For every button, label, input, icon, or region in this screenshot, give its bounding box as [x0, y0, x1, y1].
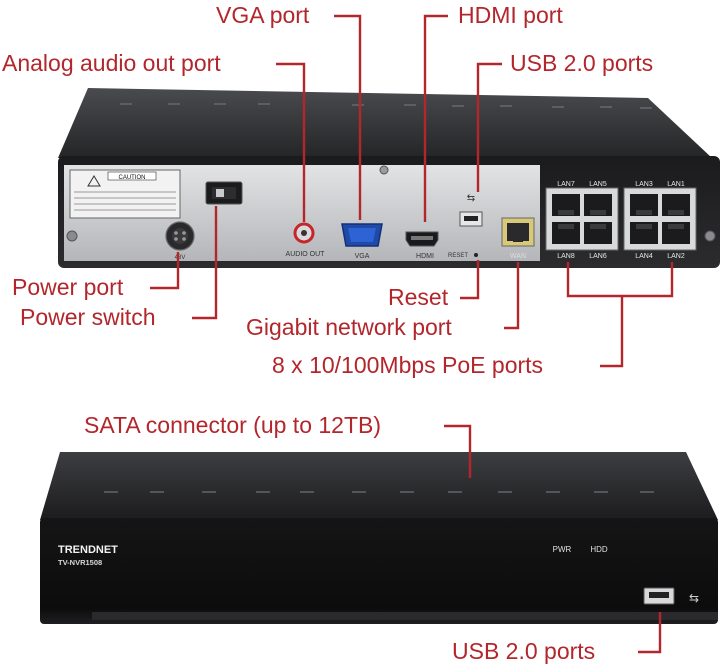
- poe-callout: 8 x 10/100Mbps PoE ports: [272, 352, 544, 378]
- hdmi-port-callout: HDMI port: [458, 2, 563, 28]
- lan7-label: LAN7: [557, 181, 575, 188]
- lan8-port[interactable]: [552, 222, 580, 244]
- power-switch-leader: [192, 206, 218, 320]
- power-switch-callout: Power switch: [20, 304, 156, 330]
- lan6-label: LAN6: [589, 253, 607, 260]
- gigabit-leader: [504, 262, 520, 330]
- hdmi-port[interactable]: HDMI: [405, 231, 439, 260]
- usb-rear-icon: ⇆: [467, 193, 475, 204]
- power-port-leader: [150, 252, 180, 290]
- rear-unit: CAUTION 48V AUDIO OUT: [58, 88, 720, 268]
- screw-right: [704, 230, 716, 242]
- front-face: [40, 518, 718, 624]
- lan5-label: LAN5: [589, 181, 607, 188]
- rear-top-surface: [58, 88, 712, 158]
- lan5-port[interactable]: [584, 194, 612, 216]
- hdd-label: HDD: [590, 545, 608, 554]
- power-port[interactable]: 48V: [165, 221, 195, 261]
- model-label: TV-NVR1508: [58, 558, 102, 567]
- lan3-port[interactable]: [630, 194, 658, 216]
- usb-front-leader: [638, 612, 662, 654]
- power-volt-label: 48V: [175, 255, 186, 261]
- usb-rear-leader: [476, 62, 502, 192]
- audio-leader: [276, 62, 306, 222]
- reset-leader: [460, 260, 480, 300]
- rear-vents: [120, 103, 652, 109]
- sata-leader: [444, 424, 472, 478]
- reset-button[interactable]: RESET: [448, 253, 478, 259]
- wan-port[interactable]: WAN: [501, 217, 535, 260]
- sata-callout: SATA connector (up to 12TB): [84, 412, 382, 438]
- pwr-label: PWR: [553, 545, 572, 554]
- hdmi-label: HDMI: [416, 253, 434, 260]
- caution-sticker: CAUTION: [69, 169, 181, 219]
- lan2-port[interactable]: [662, 222, 690, 244]
- reset-callout: Reset: [388, 284, 449, 310]
- front-top-surface: [40, 452, 718, 520]
- lan8-label: LAN8: [557, 253, 575, 260]
- lan6-port[interactable]: [584, 222, 612, 244]
- screw-left: [66, 230, 78, 242]
- lan-block-right: [623, 187, 697, 251]
- leader-lines: [150, 14, 674, 654]
- caution-label: CAUTION: [119, 175, 146, 181]
- hdmi-leader: [423, 14, 448, 222]
- lan7-port[interactable]: [552, 194, 580, 216]
- lan2-label: LAN2: [667, 253, 685, 260]
- lan1-port[interactable]: [662, 194, 690, 216]
- gigabit-callout: Gigabit network port: [246, 314, 452, 340]
- usb-front-port[interactable]: [643, 587, 675, 605]
- vga-port[interactable]: VGA: [341, 223, 383, 260]
- front-bottom-lip: [92, 612, 718, 620]
- lan-block-left: [545, 187, 619, 251]
- screw-top: [379, 165, 389, 175]
- vga-label: VGA: [355, 253, 370, 260]
- lan-labels: LAN7 LAN5 LAN3 LAN1 LAN8 LAN6 LAN4 LAN2: [557, 181, 685, 260]
- vga-port-callout: VGA port: [216, 2, 310, 28]
- usb-front-icon: ⇆: [689, 591, 699, 605]
- usb-rear-port[interactable]: ⇆: [459, 193, 483, 227]
- audio-out-label: AUDIO OUT: [286, 251, 326, 258]
- usb-rear-callout: USB 2.0 ports: [510, 50, 654, 76]
- lan1-label: LAN1: [667, 181, 685, 188]
- lan3-label: LAN3: [635, 181, 653, 188]
- poe-leader: [600, 296, 624, 368]
- power-switch[interactable]: [205, 181, 243, 205]
- audio-out-port[interactable]: AUDIO OUT: [286, 222, 326, 258]
- brand-logo: TRENDNET: [58, 544, 118, 556]
- power-port-callout: Power port: [12, 274, 124, 300]
- poe-bracket: [566, 262, 674, 298]
- wan-label: WAN: [510, 253, 526, 260]
- lan4-label: LAN4: [635, 253, 653, 260]
- front-unit: TRENDNET TV-NVR1508 PWR HDD ⇆: [40, 452, 718, 624]
- usb-front-callout: USB 2.0 ports: [452, 638, 596, 664]
- lan4-port[interactable]: [630, 222, 658, 244]
- vga-leader: [334, 14, 362, 220]
- audio-out-callout: Analog audio out port: [2, 50, 221, 76]
- reset-label: RESET: [448, 253, 468, 259]
